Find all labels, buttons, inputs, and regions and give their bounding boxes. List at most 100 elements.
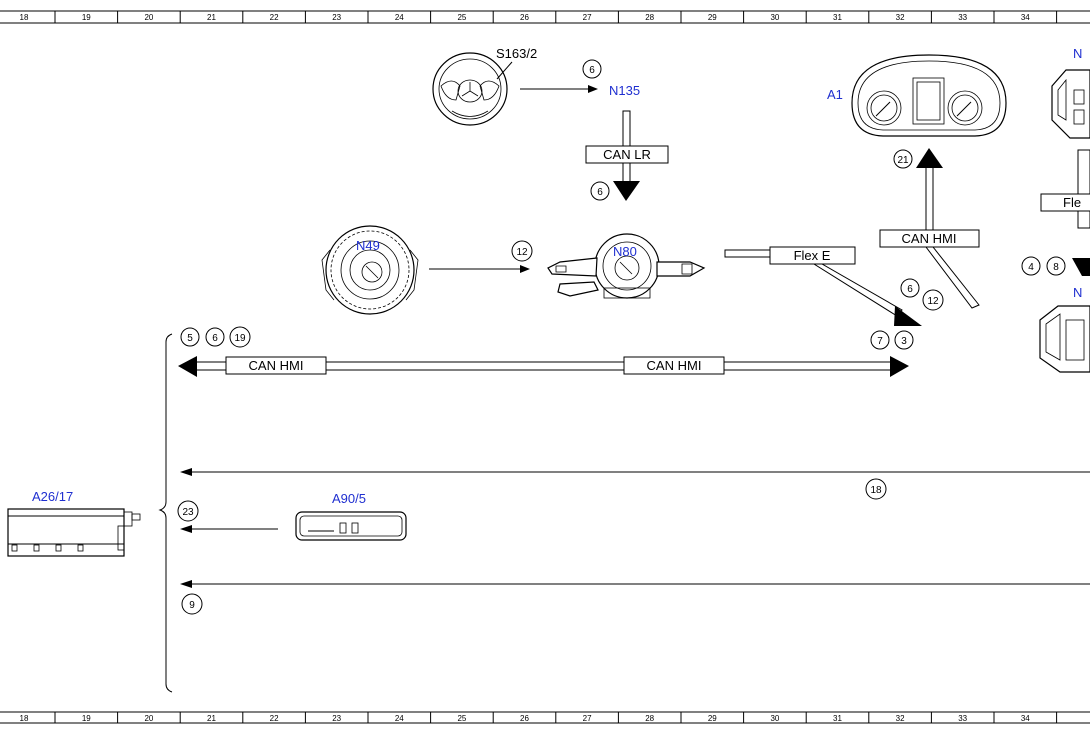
s163-2-label: S163/2 xyxy=(496,46,537,61)
ruler-number: 30 xyxy=(770,13,779,22)
ruler-number: 32 xyxy=(896,13,905,22)
ruler-number: 33 xyxy=(958,13,967,22)
svg-text:4: 4 xyxy=(1028,262,1034,273)
ruler-number: 22 xyxy=(270,13,279,22)
ruler-number: 19 xyxy=(82,714,91,723)
ruler-number: 33 xyxy=(958,714,967,723)
ref-circle-8: 8 xyxy=(1046,256,1066,276)
svg-text:6: 6 xyxy=(907,284,913,295)
ruler-number: 19 xyxy=(82,13,91,22)
can-lr-bus: CAN LR xyxy=(585,110,669,201)
svg-text:8: 8 xyxy=(1053,262,1059,273)
n80-label: N80 xyxy=(613,244,637,259)
ruler-number: 18 xyxy=(20,714,29,723)
ruler-number: 18 xyxy=(20,13,29,22)
can-hmi-a1-bus: CAN HMI xyxy=(879,148,980,309)
ruler-number: 32 xyxy=(896,714,905,723)
svg-text:12: 12 xyxy=(927,296,939,307)
ref-circle-7: 7 xyxy=(870,330,890,350)
ruler-number: 20 xyxy=(144,13,153,22)
can-hmi-left-label: CAN HMI xyxy=(249,358,304,373)
svg-text:12: 12 xyxy=(516,247,528,258)
ruler-number: 34 xyxy=(1021,13,1030,22)
ruler-number: 20 xyxy=(144,714,153,723)
ruler-number: 24 xyxy=(395,13,404,22)
can-hmi-a1-label: CAN HMI xyxy=(902,231,957,246)
a1-label: A1 xyxy=(827,87,843,102)
flex-e-label: Flex E xyxy=(794,248,831,263)
svg-text:3: 3 xyxy=(901,336,907,347)
svg-text:6: 6 xyxy=(597,187,603,198)
svg-text:5: 5 xyxy=(187,333,193,344)
module-a26-17[interactable] xyxy=(7,508,141,557)
n135-label: N135 xyxy=(609,83,640,98)
ref-circle-21: 21 xyxy=(893,149,913,169)
top-ruler: 18 19 20 21 22 23 24 25 26 27 28 29 30 31 32 33 34 xyxy=(0,10,1090,24)
flex-right-bus: Fle xyxy=(1040,149,1090,276)
ref-circle-12-n49: 12 xyxy=(511,240,533,262)
ruler-number: 28 xyxy=(645,714,654,723)
ref-circle-6-canlr: 6 xyxy=(590,181,610,201)
ref-circle-12-flex: 12 xyxy=(922,289,944,311)
can-lr-label: CAN LR xyxy=(603,147,651,162)
device-n-right-mid[interactable] xyxy=(1039,305,1090,373)
ref-circle-18: 18 xyxy=(865,478,887,500)
svg-text:21: 21 xyxy=(897,155,909,166)
svg-text:6: 6 xyxy=(212,333,218,344)
svg-text:18: 18 xyxy=(870,485,882,496)
link-9 xyxy=(180,580,1090,588)
steering-angle-sensor-n49[interactable] xyxy=(321,225,419,315)
a26-17-label: A26/17 xyxy=(32,489,73,504)
ruler-number: 29 xyxy=(708,13,717,22)
ruler-number: 22 xyxy=(270,714,279,723)
ref-circle-23: 23 xyxy=(177,500,199,522)
ruler-number: 29 xyxy=(708,714,717,723)
ruler-number: 31 xyxy=(833,13,842,22)
svg-text:23: 23 xyxy=(182,507,194,518)
ruler-number: 21 xyxy=(207,13,216,22)
module-a90-5[interactable] xyxy=(295,511,407,541)
ref-circle-9: 9 xyxy=(181,593,203,615)
ruler-number: 30 xyxy=(770,714,779,723)
steering-column-module-n80[interactable] xyxy=(547,233,706,299)
ruler-number: 24 xyxy=(395,714,404,723)
flex-right-label: Fle xyxy=(1063,195,1081,210)
link-n49-to-n80 xyxy=(429,265,530,273)
device-n-right-top[interactable] xyxy=(1051,69,1090,139)
ref-circle-5: 5 xyxy=(180,327,200,347)
svg-text:9: 9 xyxy=(189,600,195,611)
ruler-number: 27 xyxy=(583,13,592,22)
ruler-number: 25 xyxy=(457,714,466,723)
link-s163-to-n135 xyxy=(520,85,598,93)
ruler-number: 31 xyxy=(833,714,842,723)
ruler-number: 26 xyxy=(520,13,529,22)
svg-text:7: 7 xyxy=(877,336,883,347)
ruler-number: 34 xyxy=(1021,714,1030,723)
ruler-number: 25 xyxy=(457,13,466,22)
n49-label: N49 xyxy=(356,238,380,253)
ruler-number: 23 xyxy=(332,714,341,723)
ref-circle-3: 3 xyxy=(894,330,914,350)
ref-circle-6-s163: 6 xyxy=(582,59,602,79)
n-right-top-label: N xyxy=(1073,46,1082,61)
a90-5-label: A90/5 xyxy=(332,491,366,506)
ref-circle-6-flex: 6 xyxy=(900,278,920,298)
ruler-number: 28 xyxy=(645,13,654,22)
svg-text:6: 6 xyxy=(589,65,595,76)
steering-wheel-s163-2[interactable] xyxy=(432,52,513,126)
svg-text:19: 19 xyxy=(234,333,246,344)
ref-circle-19: 19 xyxy=(229,326,251,348)
link-a90-5 xyxy=(180,525,278,533)
instrument-cluster-a1[interactable] xyxy=(851,54,1007,137)
n-right-mid-label: N xyxy=(1073,285,1082,300)
ruler-number: 21 xyxy=(207,714,216,723)
group-bracket xyxy=(158,333,173,693)
can-hmi-mid-label: CAN HMI xyxy=(647,358,702,373)
flex-e-bus: Flex E xyxy=(724,246,922,326)
ref-circle-4: 4 xyxy=(1021,256,1041,276)
ruler-number: 26 xyxy=(520,714,529,723)
ruler-number: 23 xyxy=(332,13,341,22)
can-hmi-main-bus: CAN HMI CAN HMI xyxy=(178,356,909,377)
